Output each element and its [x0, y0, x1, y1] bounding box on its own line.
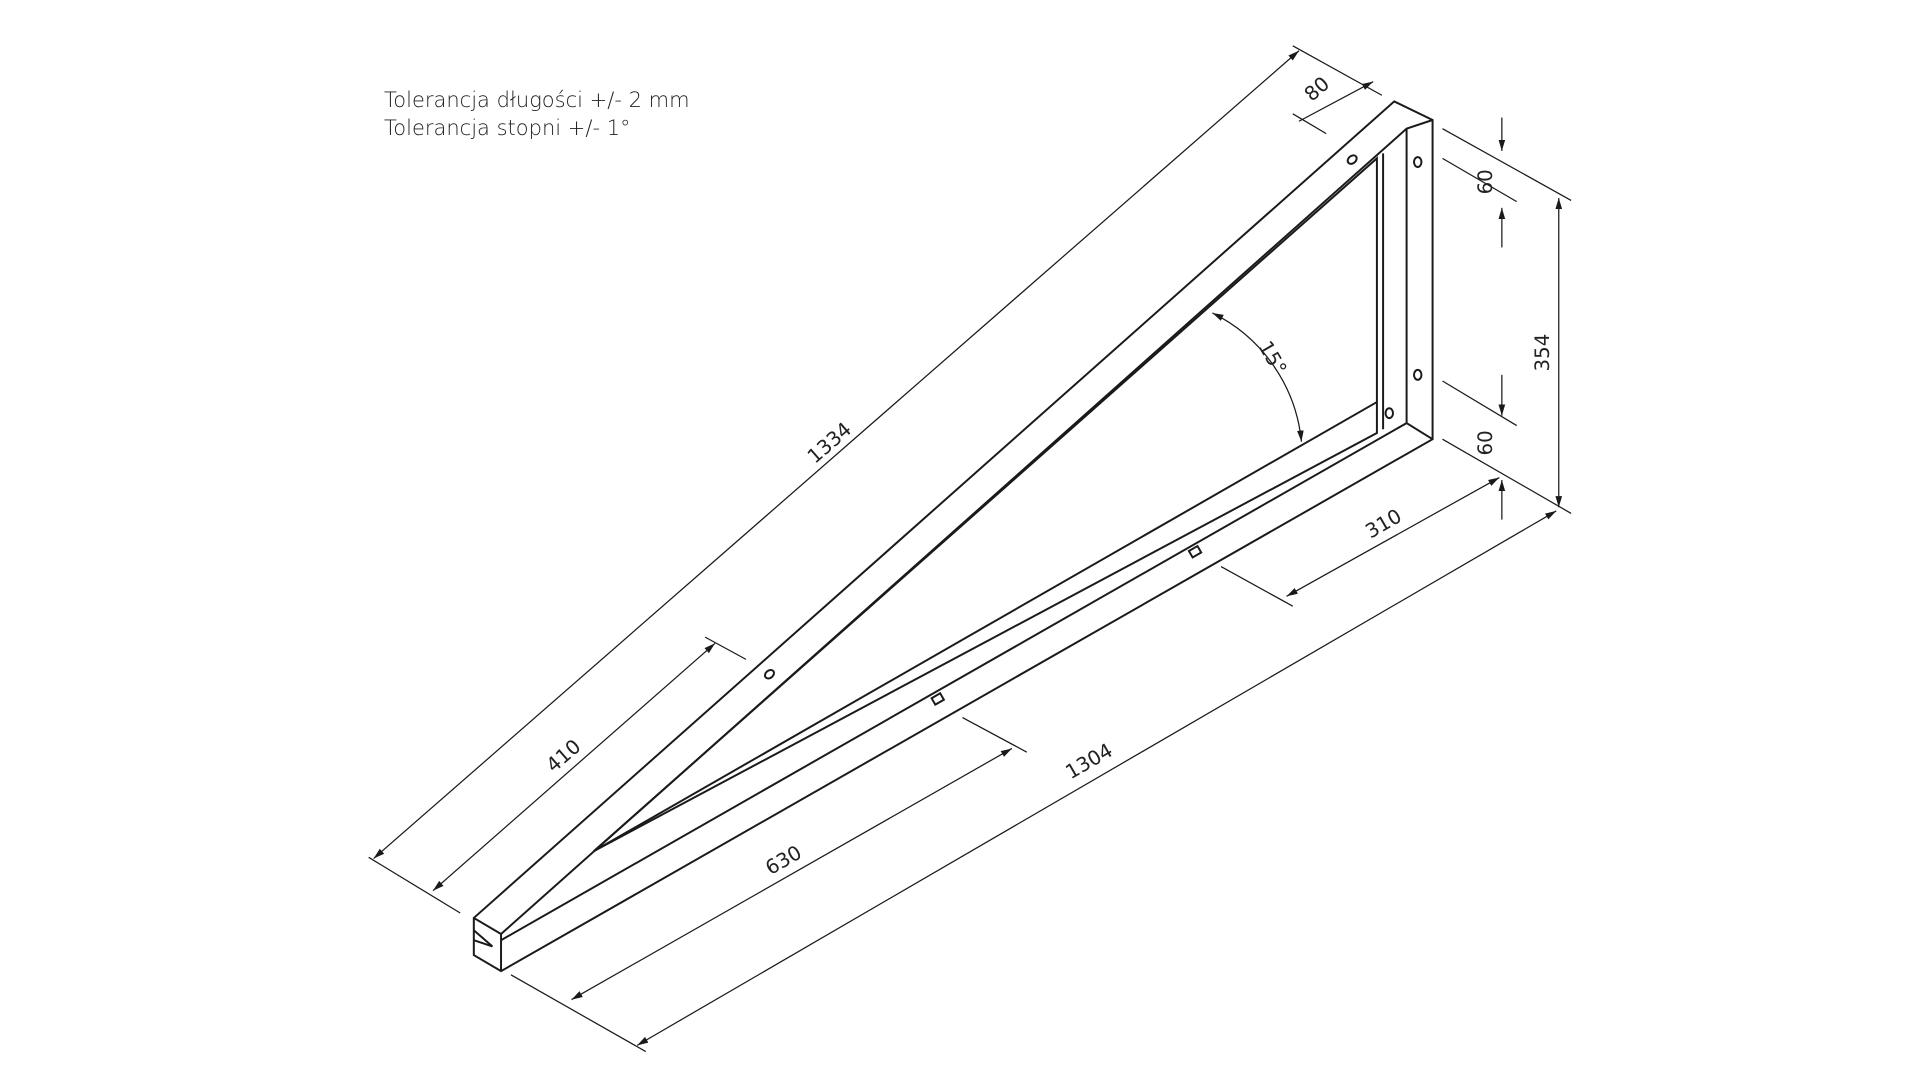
dimension-labels: 1334 80 410 630 1304 310 354 60 60 15° — [542, 72, 1554, 880]
bracket-frame — [472, 100, 1434, 973]
dim-60-top: 60 — [1474, 169, 1497, 194]
dimension-lines — [368, 45, 1572, 1053]
dim-1304: 1304 — [1062, 739, 1117, 784]
mounting-holes — [764, 154, 1423, 707]
dim-80: 80 — [1300, 72, 1334, 106]
dim-60-bottom: 60 — [1474, 430, 1497, 455]
dim-310: 310 — [1361, 504, 1405, 543]
dim-630: 630 — [761, 841, 805, 880]
dim-410: 410 — [542, 735, 586, 777]
dim-angle: 15° — [1254, 337, 1291, 379]
dim-354: 354 — [1531, 334, 1554, 372]
